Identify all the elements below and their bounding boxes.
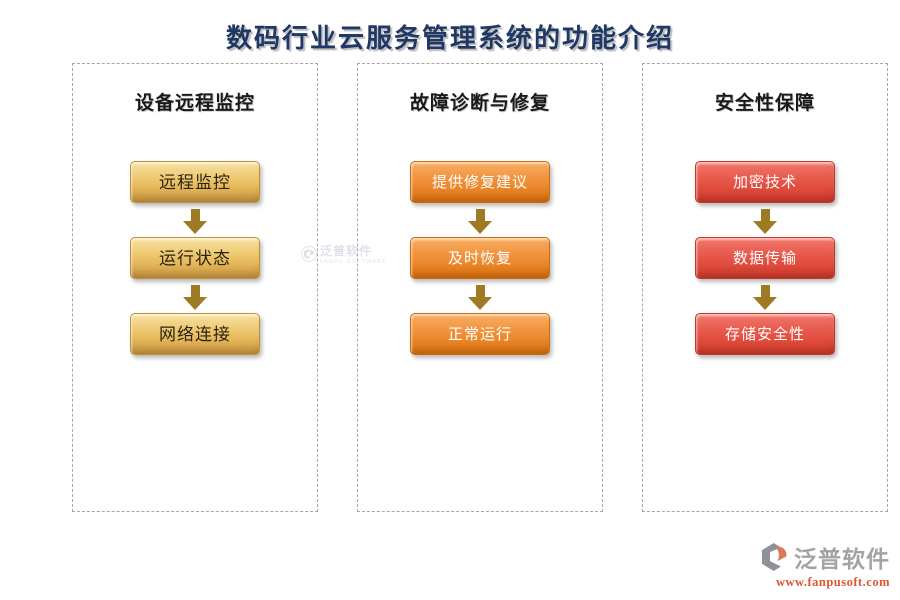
panel-security-assurance: 安全性保障 加密技术 数据传输 存储安全性 [642,63,888,512]
flow-column: 加密技术 数据传输 存储安全性 [643,161,887,355]
page-title: 数码行业云服务管理系统的功能介绍 [225,24,674,53]
footer-brand-block: 泛普软件 www.fanpusoft.com [740,540,890,590]
flow-node: 网络连接 [130,313,260,355]
flow-node: 提供修复建议 [410,161,550,203]
panel-device-remote-monitoring: 设备远程监控 远程监控 运行状态 网络连接 [72,63,318,512]
flow-node: 加密技术 [695,161,835,203]
fanpu-logo-icon [761,542,787,572]
panel-fault-diagnosis-repair: 故障诊断与修复 提供修复建议 及时恢复 正常运行 [357,63,603,512]
flow-node: 正常运行 [410,313,550,355]
down-arrow-icon [753,209,777,234]
down-arrow-icon [468,285,492,310]
flow-node: 及时恢复 [410,237,550,279]
down-arrow-icon [468,209,492,234]
down-arrow-icon [183,209,207,234]
down-arrow-icon [753,285,777,310]
panel-heading: 故障诊断与修复 [409,93,550,114]
flow-node: 运行状态 [130,237,260,279]
flow-column: 远程监控 运行状态 网络连接 [73,161,317,355]
flow-node: 存储安全性 [695,313,835,355]
down-arrow-icon [183,285,207,310]
flow-node: 远程监控 [130,161,260,203]
footer-url: www.fanpusoft.com [775,575,890,589]
flow-column: 提供修复建议 及时恢复 正常运行 [358,161,602,355]
panel-heading: 设备远程监控 [134,93,255,114]
footer-brand-name: 泛普软件 [794,547,890,572]
flow-node: 数据传输 [695,237,835,279]
panel-heading: 安全性保障 [714,93,815,114]
